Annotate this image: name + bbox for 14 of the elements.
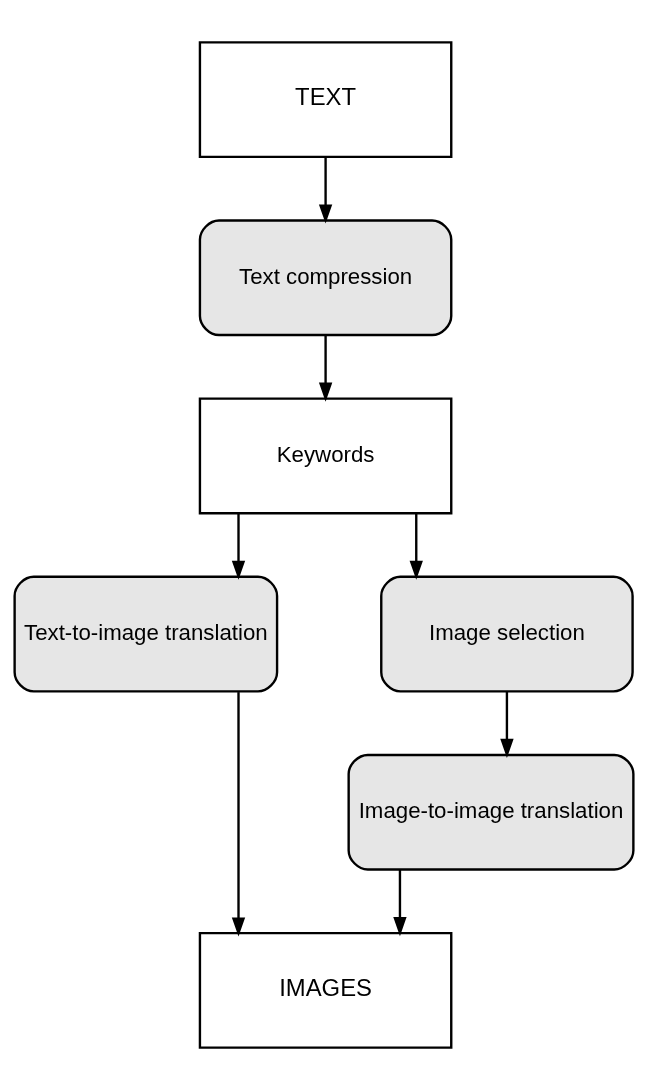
node-box: Image-to-image translation (347, 753, 635, 871)
node-box: IMAGES (198, 931, 453, 1049)
node-box: Keywords (198, 397, 453, 515)
node-box: Text-to-image translation (13, 575, 279, 693)
node-box: Text compression (198, 219, 453, 337)
arrow (231, 513, 246, 580)
node-box: Image selection (380, 575, 634, 693)
arrow (318, 156, 333, 224)
node-box: TEXT (198, 41, 453, 159)
arrow (393, 869, 407, 937)
arrow (231, 692, 246, 937)
arrow (318, 335, 333, 402)
arrow (409, 513, 423, 580)
arrow (500, 691, 514, 758)
